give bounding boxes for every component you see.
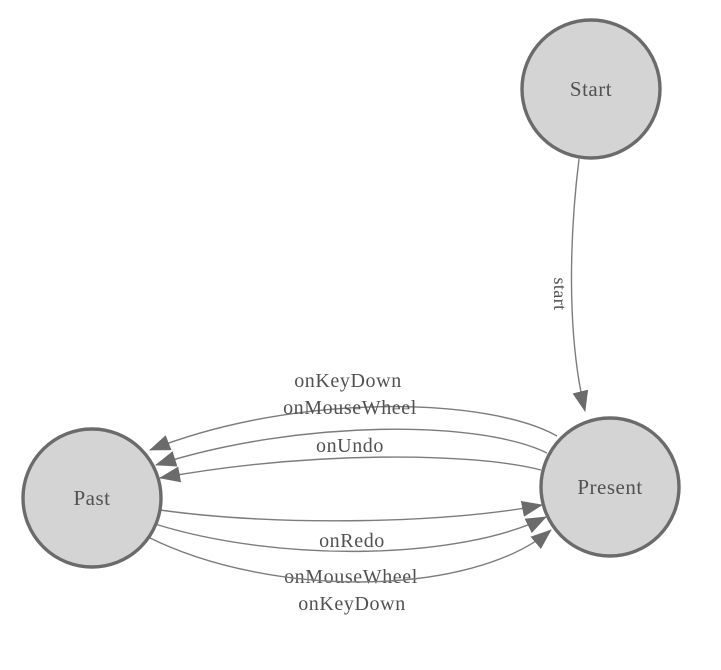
edge-line-onkeydown-top[interactable] bbox=[149, 405, 558, 451]
edge-present-to-past-onkeydown: onKeyDown bbox=[149, 370, 558, 451]
node-present-circle[interactable] bbox=[539, 416, 681, 558]
edge-label-onkeydown-top: onKeyDown bbox=[294, 370, 402, 392]
edge-past-to-present-onkeydown: onKeyDown bbox=[147, 529, 552, 615]
node-start-circle[interactable] bbox=[520, 18, 662, 160]
edge-line-onmousewheel-bottom[interactable] bbox=[154, 516, 547, 553]
edge-label-onredo: onRedo bbox=[319, 530, 385, 552]
node-start[interactable]: Start bbox=[520, 18, 662, 160]
edge-line-onredo[interactable] bbox=[159, 500, 543, 522]
edge-label-onundo: onUndo bbox=[316, 435, 384, 457]
node-present-label: Present bbox=[577, 475, 642, 499]
edge-line-onkeydown-bottom[interactable] bbox=[147, 529, 552, 583]
edge-label-start: start bbox=[550, 278, 570, 311]
edge-start-to-present: start bbox=[550, 158, 589, 412]
node-past[interactable]: Past bbox=[21, 427, 163, 569]
edge-label-onkeydown-bottom: onKeyDown bbox=[298, 593, 406, 615]
node-start-label: Start bbox=[570, 77, 612, 101]
edge-present-to-past-onmousewheel: onMouseWheel bbox=[155, 397, 548, 467]
node-past-circle[interactable] bbox=[21, 427, 163, 569]
edge-label-onmousewheel-top: onMouseWheel bbox=[283, 397, 417, 419]
edge-present-to-past-onundo: onUndo bbox=[159, 435, 542, 483]
edge-past-to-present-onmousewheel: onMouseWheel bbox=[154, 516, 547, 588]
edge-line-start[interactable] bbox=[570, 158, 589, 412]
edge-line-onundo[interactable] bbox=[159, 456, 542, 483]
edge-label-onmousewheel-bottom: onMouseWheel bbox=[284, 566, 418, 588]
node-present[interactable]: Present bbox=[539, 416, 681, 558]
edge-past-to-present-onredo: onRedo bbox=[159, 500, 543, 552]
node-past-label: Past bbox=[73, 486, 110, 510]
edge-line-onmousewheel-top[interactable] bbox=[155, 428, 548, 467]
